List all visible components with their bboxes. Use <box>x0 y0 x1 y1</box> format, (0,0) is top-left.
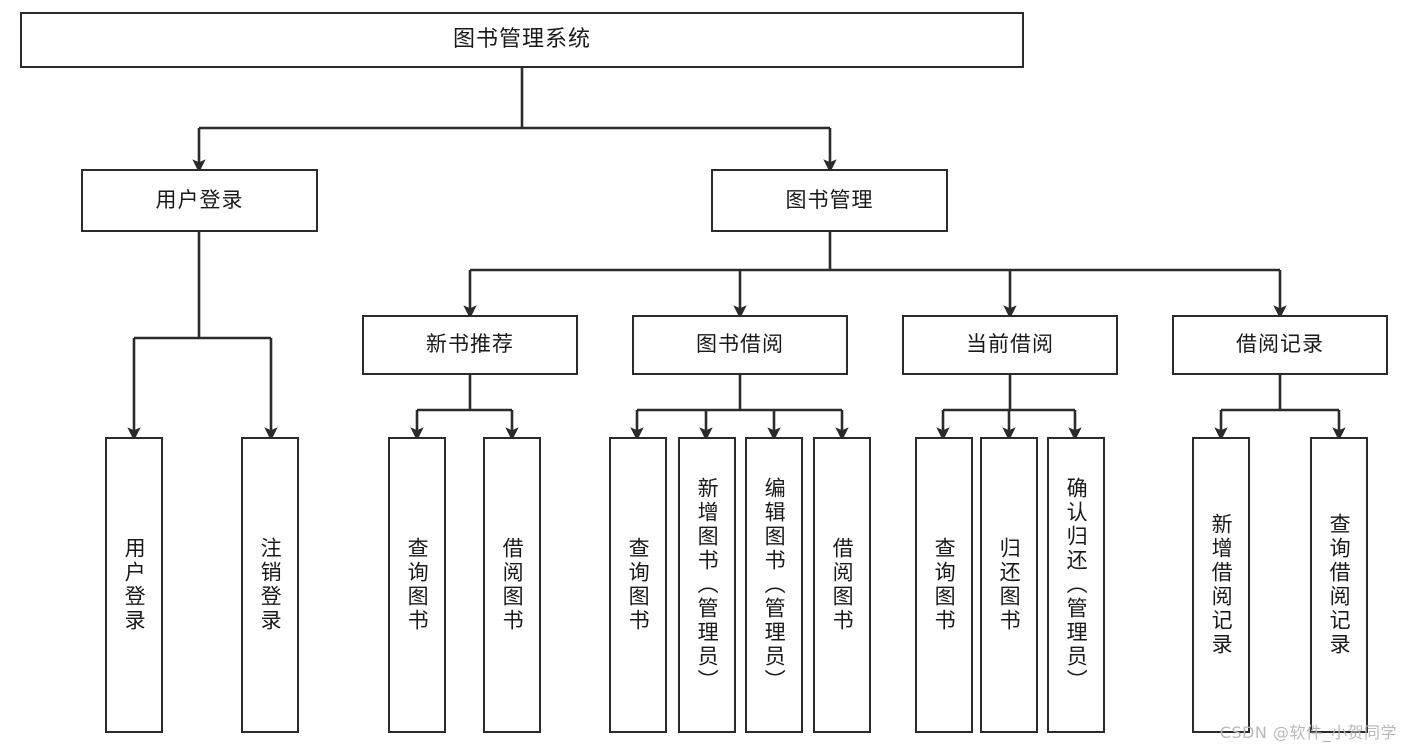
node-label: 注销登录 <box>258 537 283 633</box>
node-label: 查询图书 <box>626 537 651 633</box>
node-leaf-current-confirm-return[interactable]: 确认归还（管理员） <box>1047 437 1105 733</box>
node-leaf-borrow-borrow-book[interactable]: 借阅图书 <box>813 437 871 733</box>
node-leaf-recommend-borrow-book[interactable]: 借阅图书 <box>483 437 541 733</box>
node-label: 新增借阅记录 <box>1209 513 1234 657</box>
node-leaf-borrow-edit-book[interactable]: 编辑图书（管理员） <box>745 437 803 733</box>
node-label: 查询图书 <box>932 537 957 633</box>
node-book-manage[interactable]: 图书管理 <box>711 169 948 232</box>
node-leaf-current-return-book[interactable]: 归还图书 <box>980 437 1038 733</box>
node-leaf-current-query-book[interactable]: 查询图书 <box>915 437 973 733</box>
node-leaf-logout[interactable]: 注销登录 <box>241 437 299 733</box>
node-label: 新增图书（管理员） <box>695 477 720 693</box>
node-user-login[interactable]: 用户登录 <box>81 169 318 232</box>
node-label: 用户登录 <box>155 187 244 212</box>
node-label: 确认归还（管理员） <box>1064 477 1089 693</box>
node-current-borrow[interactable]: 当前借阅 <box>902 315 1118 375</box>
node-leaf-borrow-query-book[interactable]: 查询图书 <box>609 437 667 733</box>
node-leaf-user-login[interactable]: 用户登录 <box>105 437 163 733</box>
node-new-book-recommend[interactable]: 新书推荐 <box>362 315 578 375</box>
node-leaf-borrow-add-book[interactable]: 新增图书（管理员） <box>678 437 736 733</box>
node-label: 当前借阅 <box>966 332 1054 357</box>
node-label: 借阅图书 <box>830 537 855 633</box>
node-label: 新书推荐 <box>426 332 514 357</box>
node-borrow-record[interactable]: 借阅记录 <box>1172 315 1388 375</box>
node-label: 图书管理 <box>785 187 874 212</box>
node-label: 归还图书 <box>997 537 1022 633</box>
node-label: 借阅记录 <box>1236 332 1324 357</box>
node-root-system[interactable]: 图书管理系统 <box>20 12 1024 68</box>
node-book-borrow[interactable]: 图书借阅 <box>632 315 848 375</box>
node-label: 查询图书 <box>405 537 430 633</box>
node-label: 图书管理系统 <box>452 26 591 52</box>
node-leaf-recommend-query-book[interactable]: 查询图书 <box>388 437 446 733</box>
node-leaf-record-add[interactable]: 新增借阅记录 <box>1192 437 1250 733</box>
node-label: 图书借阅 <box>696 332 784 357</box>
node-label: 查询借阅记录 <box>1327 513 1352 657</box>
node-label: 编辑图书（管理员） <box>762 477 787 693</box>
node-label: 用户登录 <box>122 537 147 633</box>
node-label: 借阅图书 <box>500 537 525 633</box>
node-leaf-record-search[interactable]: 查询借阅记录 <box>1310 437 1368 733</box>
